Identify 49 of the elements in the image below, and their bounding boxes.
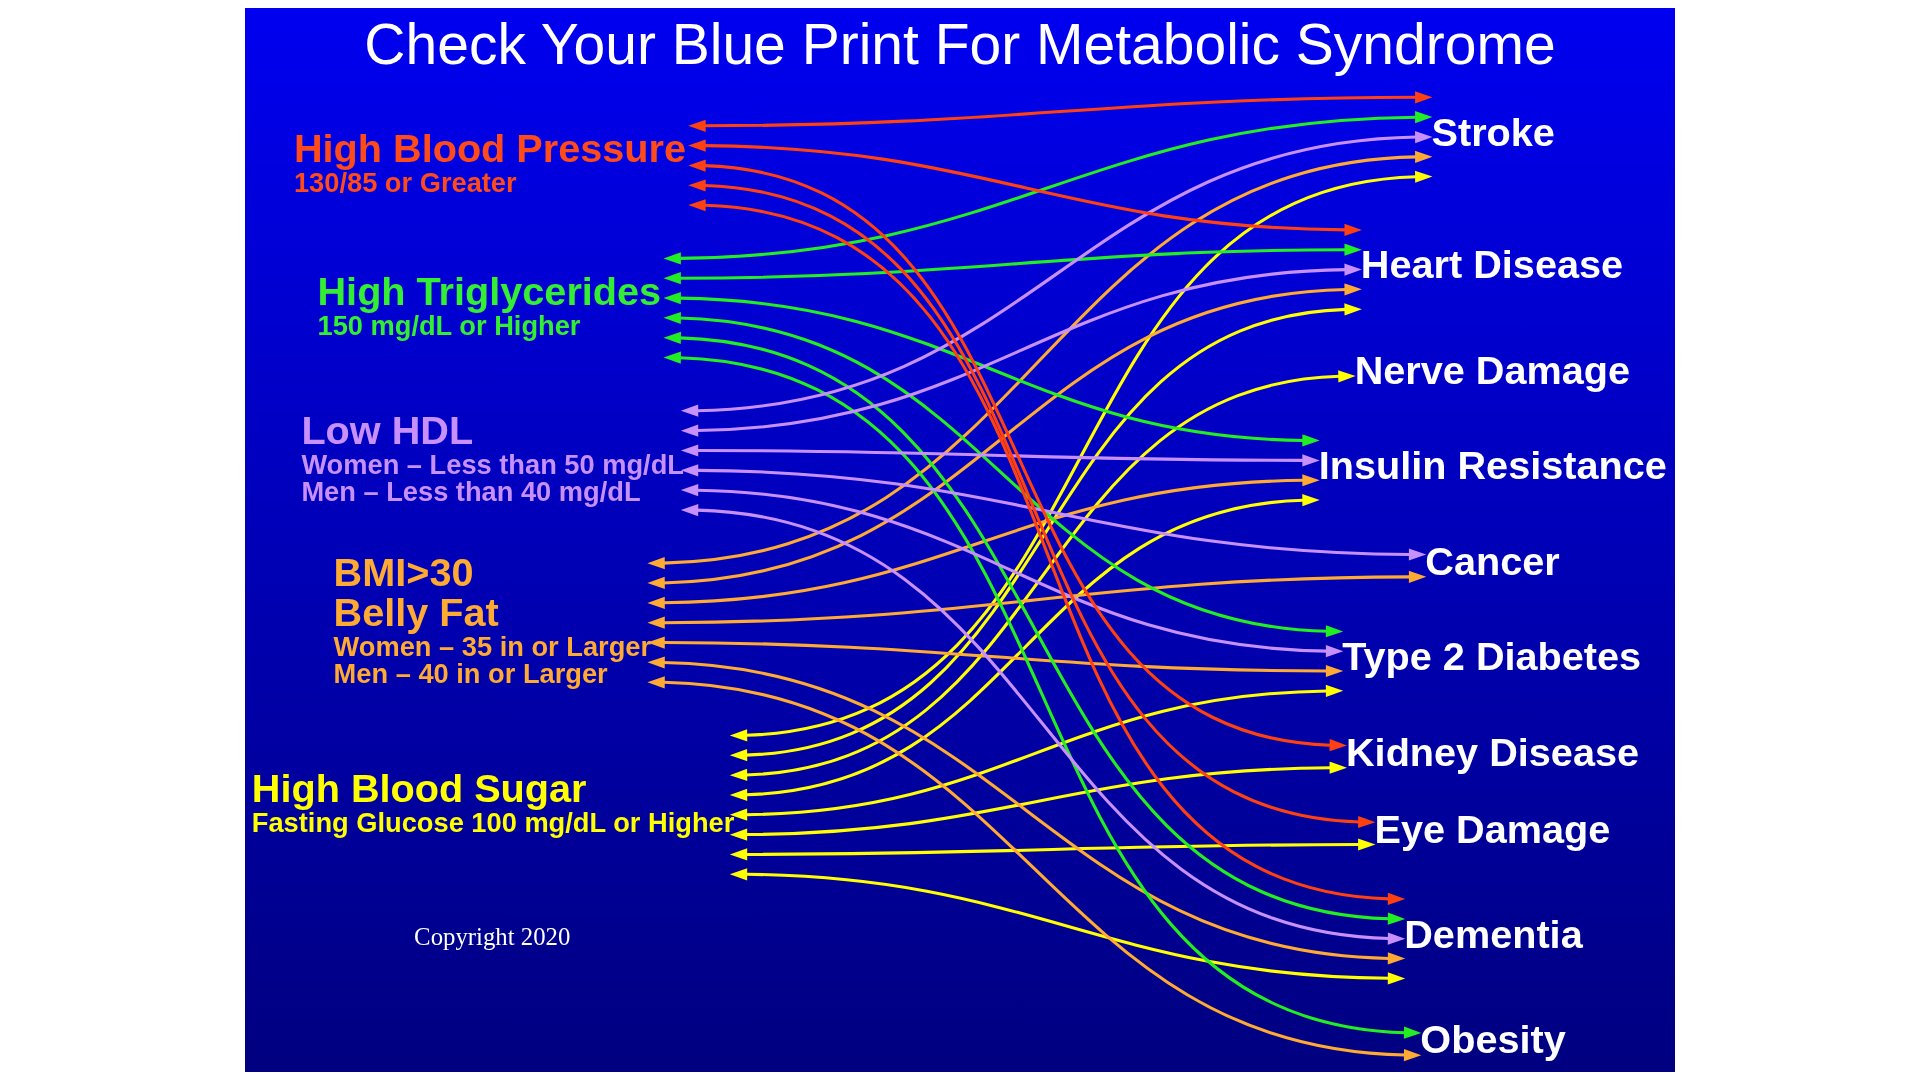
arrow <box>680 504 1406 945</box>
arrow <box>729 838 1376 861</box>
arrow <box>663 111 1433 265</box>
arrow <box>688 179 1376 829</box>
arrow <box>647 636 1344 678</box>
arrow <box>663 351 1422 1039</box>
arrow <box>647 150 1433 570</box>
arrow <box>688 199 1406 905</box>
arrow <box>688 159 1347 752</box>
arrow <box>729 868 1406 985</box>
node-text: BMI>30 Belly Fat Women – 35 in or Larger Men – 40 in or Larger <box>333 550 652 689</box>
node-text: High Triglycerides 150 mg/dL or Higher <box>317 268 662 341</box>
arrow <box>647 676 1422 1062</box>
diagram-title: Check Your Blue Print For Metabolic Syndrome <box>364 11 1556 76</box>
node-text: Low HDL Women – Less than 50 mg/dL Men – Less than 40 mg/dL <box>301 407 684 507</box>
arrow <box>688 91 1433 132</box>
arrow <box>663 292 1320 447</box>
arrow <box>680 464 1427 561</box>
arrow <box>647 283 1362 589</box>
arrow <box>729 761 1347 841</box>
arrow <box>729 303 1362 762</box>
arrow <box>647 474 1320 609</box>
arrow <box>729 494 1320 801</box>
node-text: Type 2 Diabetes <box>1342 633 1642 678</box>
arrow <box>680 484 1344 658</box>
node-text: Heart Disease <box>1360 242 1624 287</box>
node-text: Eye Damage <box>1374 806 1611 851</box>
arrow <box>663 311 1344 638</box>
node-text: Dementia <box>1404 911 1583 956</box>
arrow <box>729 170 1433 742</box>
arrow <box>647 570 1427 629</box>
arrow <box>663 243 1362 285</box>
node-text: Insulin Resistance <box>1318 443 1667 488</box>
node-text: High Blood Pressure 130/85 or Greater <box>293 126 687 199</box>
label: Copyright 2020 <box>414 922 571 950</box>
arrow <box>647 656 1406 965</box>
arrow <box>688 139 1362 236</box>
node-text: Kidney Disease <box>1346 729 1640 774</box>
arrow <box>729 684 1344 821</box>
node-text: Cancer <box>1425 539 1560 584</box>
node-text: Obesity <box>1420 1017 1566 1062</box>
node-text: Stroke <box>1431 109 1555 154</box>
arrow <box>680 263 1362 437</box>
node-text: Nerve Damage <box>1354 348 1631 393</box>
arrow <box>729 370 1356 782</box>
node-text: High Blood Sugar Fasting Glucose 100 mg/dL or Higher <box>251 765 735 838</box>
arrow <box>663 331 1406 925</box>
arrow <box>680 444 1320 467</box>
arrow <box>680 131 1433 417</box>
